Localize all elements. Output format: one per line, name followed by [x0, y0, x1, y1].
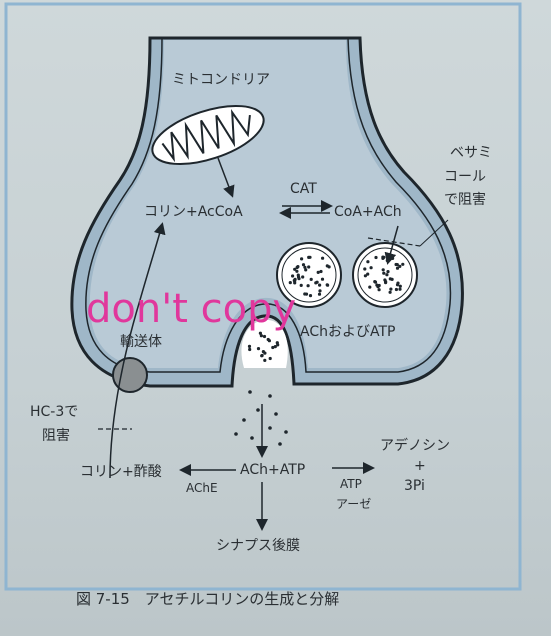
label-hc3-1: HC-3で — [30, 404, 78, 420]
dot — [301, 275, 304, 278]
vesicle-right — [353, 243, 417, 307]
dot — [296, 265, 299, 268]
dot — [381, 256, 384, 259]
dot — [326, 264, 329, 267]
released-dot — [268, 394, 272, 398]
dot — [378, 288, 381, 291]
label-adenosine: アデノシン — [380, 437, 450, 454]
released-dot — [234, 432, 238, 436]
dot — [363, 267, 366, 270]
label-mitochondria: ミトコンドリア — [172, 72, 270, 88]
dot — [297, 275, 300, 278]
dot — [307, 265, 310, 268]
label-atpase-2: アーゼ — [336, 497, 371, 511]
dot — [310, 278, 313, 281]
dot — [257, 347, 260, 350]
label-hc3-2: 阻害 — [42, 428, 70, 444]
released-dot — [284, 430, 288, 434]
dot — [382, 272, 385, 275]
label-vesamicol-1: ベサミ — [450, 145, 492, 161]
label-ache: AChE — [186, 481, 218, 495]
dot — [305, 293, 308, 296]
dot — [248, 345, 251, 348]
dot — [389, 291, 392, 294]
label-choline-accoa: コリン+AcCoA — [144, 204, 243, 220]
dot — [300, 257, 303, 260]
dot — [263, 359, 266, 362]
dot — [401, 263, 404, 266]
dot — [261, 354, 264, 357]
dot — [295, 270, 298, 273]
dot — [319, 270, 322, 273]
label-3pi: 3Pi — [404, 478, 425, 494]
dot — [398, 265, 401, 268]
label-transporter: 輸送体 — [120, 334, 162, 350]
dot — [276, 341, 279, 344]
dot — [399, 285, 402, 288]
label-coa-ach: CoA+ACh — [334, 204, 402, 220]
dot — [364, 274, 367, 277]
dot — [396, 283, 399, 286]
dot — [263, 335, 266, 338]
dot — [259, 332, 262, 335]
dot — [318, 293, 321, 296]
dot — [291, 274, 294, 277]
dot — [395, 288, 398, 291]
dot — [307, 256, 310, 259]
figure-caption: 図 7-15 アセチルコリンの生成と分解 — [76, 590, 339, 608]
dot — [289, 281, 292, 284]
dot — [374, 256, 377, 259]
dot — [321, 257, 324, 260]
dot — [294, 278, 297, 281]
dot — [366, 260, 369, 263]
label-cat: CAT — [290, 181, 317, 197]
released-dot — [248, 390, 252, 394]
dot — [382, 268, 385, 271]
dot — [321, 278, 324, 281]
dot — [307, 284, 310, 287]
dot — [384, 281, 387, 284]
dot — [370, 266, 373, 269]
released-dot — [250, 436, 254, 440]
label-vesamicol-3: で阻害 — [444, 192, 486, 208]
dot — [385, 273, 388, 276]
label-plus: + — [414, 458, 426, 474]
dot — [262, 350, 265, 353]
dot — [300, 284, 303, 287]
dot — [302, 263, 305, 266]
released-dot — [268, 426, 272, 430]
dot — [386, 270, 389, 273]
dot — [395, 263, 398, 266]
label-choline-acetate: コリン+酢酸 — [80, 464, 162, 480]
dot — [326, 284, 329, 287]
dot — [389, 288, 392, 291]
label-postsynaptic: シナプス後膜 — [216, 538, 300, 554]
dot — [269, 357, 272, 360]
released-dot — [242, 418, 246, 422]
label-ach-atp: ACh+ATP — [240, 462, 305, 478]
dot — [374, 281, 377, 284]
dot — [398, 288, 401, 291]
dot — [274, 345, 277, 348]
label-vesamicol-2: コール — [444, 169, 486, 185]
released-dot — [278, 442, 282, 446]
dot — [391, 257, 394, 260]
dot — [318, 284, 321, 287]
dot — [314, 281, 317, 284]
dot — [248, 348, 251, 351]
released-dot — [256, 408, 260, 412]
watermark: don't copy — [86, 286, 296, 332]
dot — [389, 277, 392, 280]
dot — [309, 294, 312, 297]
label-atpase-1: ATP — [340, 477, 362, 491]
dot — [368, 286, 371, 289]
dot — [318, 289, 321, 292]
label-vesicle-content: AChおよびATP — [300, 324, 395, 340]
dot — [268, 339, 271, 342]
released-dot — [274, 412, 278, 416]
dot — [317, 271, 320, 274]
dot — [375, 284, 378, 287]
